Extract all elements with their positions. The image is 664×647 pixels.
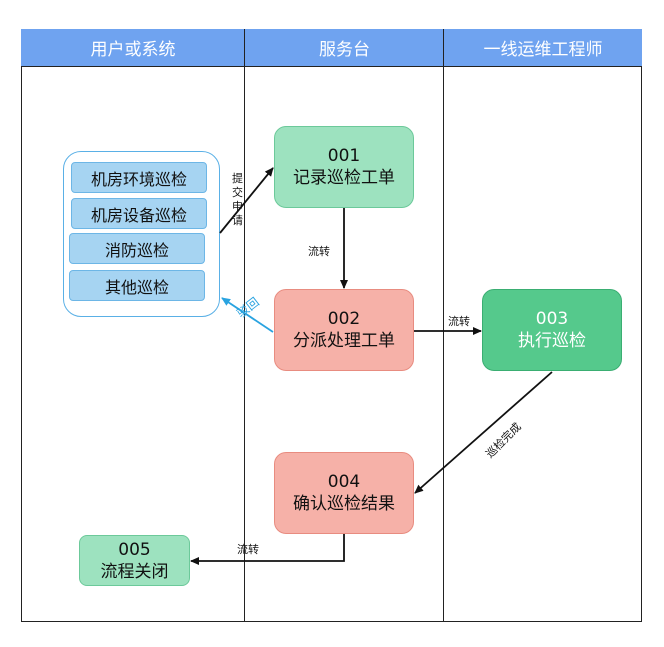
node-003: 003 执行巡检: [482, 289, 622, 371]
lane-header-user: 用户或系统: [21, 29, 245, 67]
node-code: 003: [535, 309, 569, 329]
edge-label-flow: 流转: [308, 245, 330, 258]
node-code: 004: [327, 472, 361, 492]
inspection-type-item: 消防巡检: [69, 233, 205, 264]
lane-header-engineer: 一线运维工程师: [444, 29, 642, 67]
node-005: 005 流程关闭: [79, 535, 190, 586]
arrow-003-to-004: [414, 371, 553, 494]
node-code: 002: [327, 309, 361, 329]
node-002: 002 分派处理工单: [274, 289, 414, 371]
node-code: 005: [118, 539, 151, 560]
lane-header-service-desk: 服务台: [245, 29, 444, 67]
node-label: 执行巡检: [518, 331, 586, 351]
inspection-type-item: 其他巡检: [69, 270, 205, 301]
inspection-type-item: 机房环境巡检: [71, 162, 207, 193]
lane-divider: [443, 29, 444, 622]
node-label: 流程关闭: [100, 561, 169, 582]
edge-label-flow: 流转: [448, 315, 470, 328]
node-004: 004 确认巡检结果: [274, 452, 414, 534]
edge-label-submit: 提交申请: [232, 172, 243, 227]
inspection-type-item: 机房设备巡检: [71, 198, 207, 229]
node-label: 确认巡检结果: [293, 494, 395, 514]
node-label: 分派处理工单: [293, 331, 395, 351]
arrow-004-to-005: [190, 534, 345, 565]
node-001: 001 记录巡检工单: [274, 126, 414, 208]
arrow-reject: [221, 297, 274, 333]
node-code: 001: [327, 146, 361, 166]
edge-label-flow: 流转: [237, 543, 259, 556]
node-label: 记录巡检工单: [293, 168, 395, 188]
lane-divider: [244, 29, 245, 622]
arrow-submit: [219, 167, 274, 234]
